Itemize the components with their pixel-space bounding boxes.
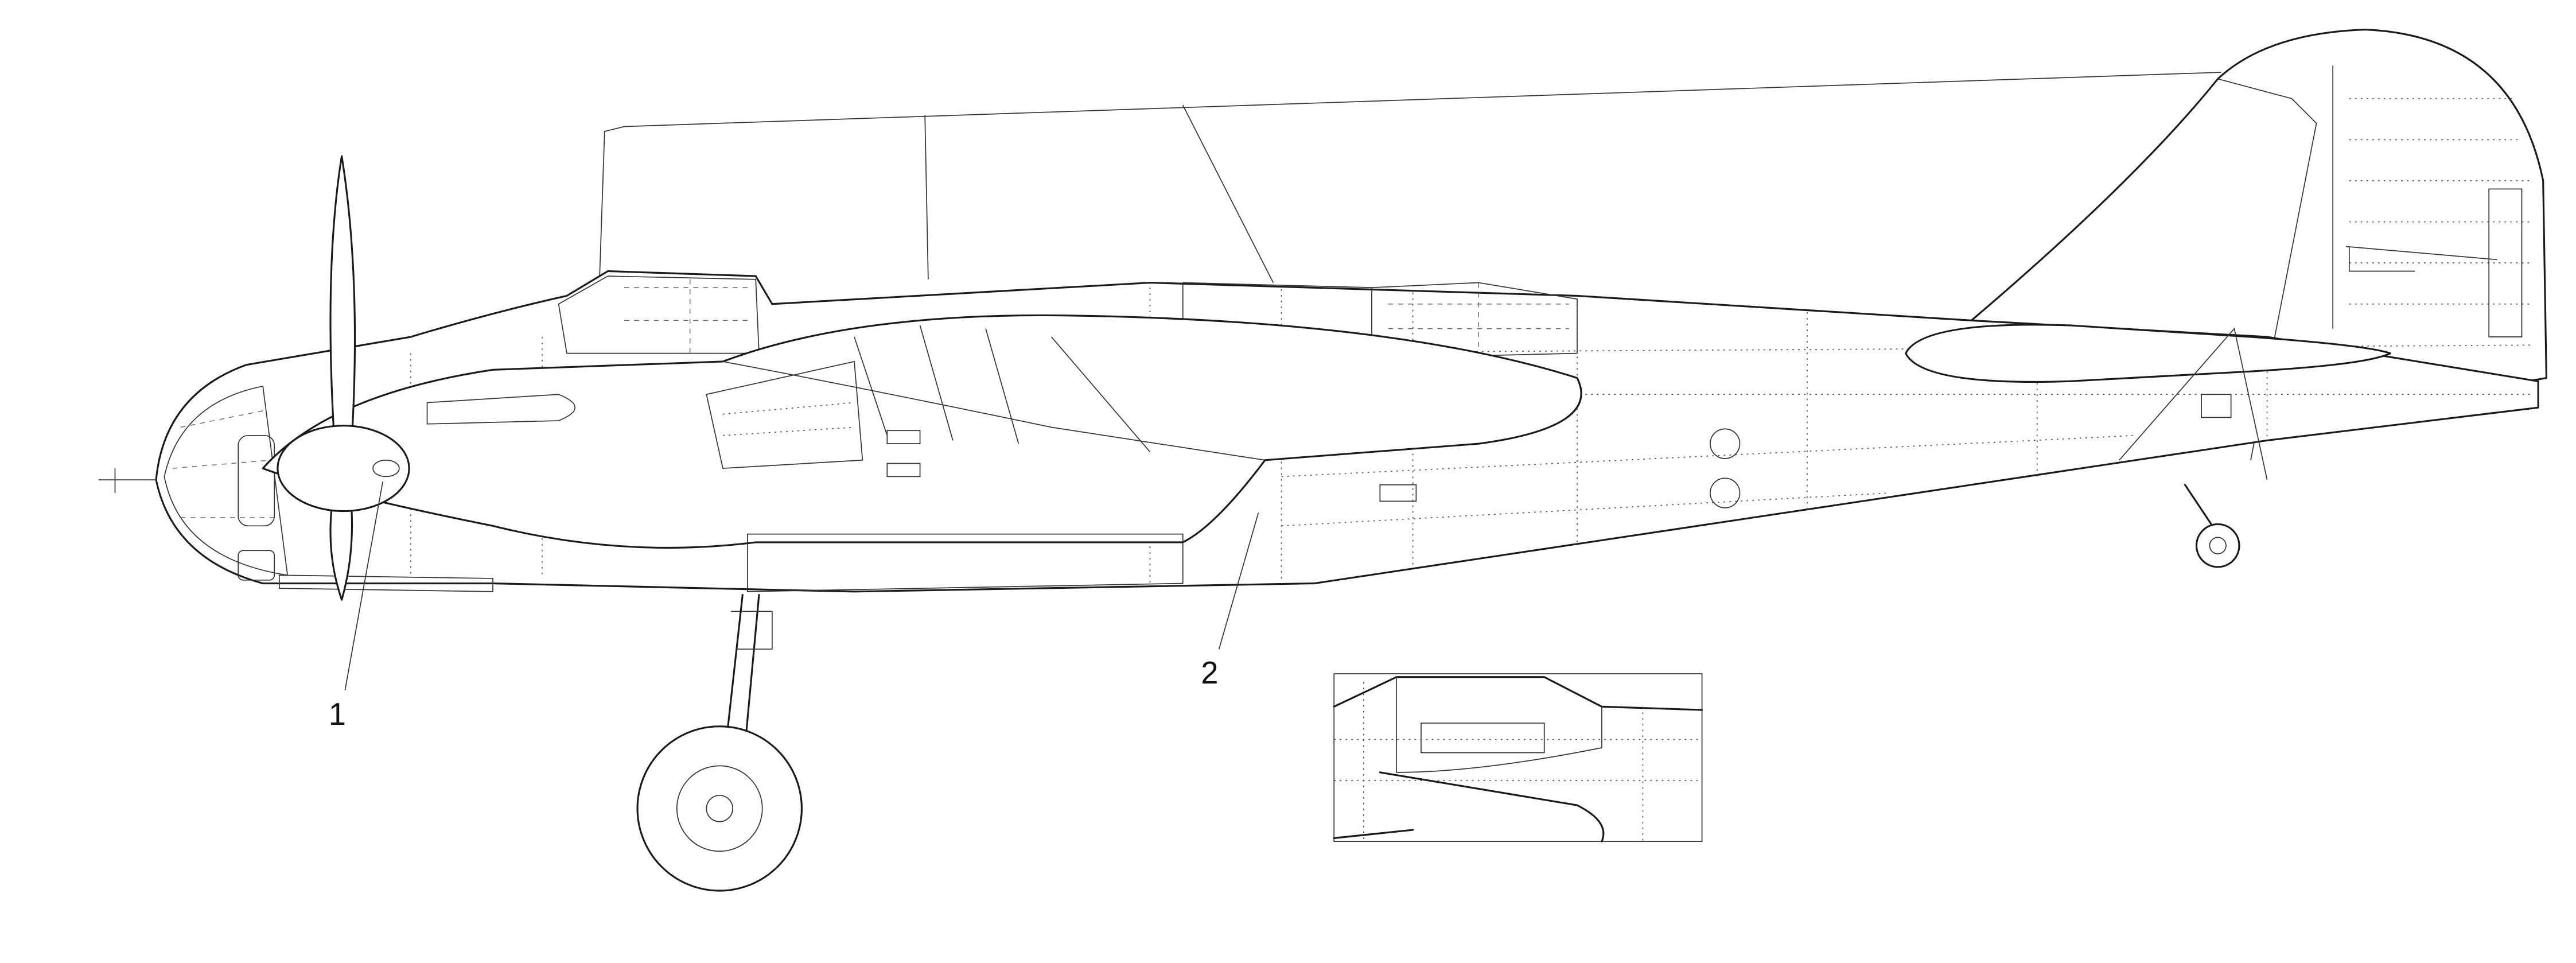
main-landing-gear — [636, 594, 803, 892]
callout-label-2: 2 — [1201, 655, 1218, 690]
wing-and-nacelle — [262, 314, 1582, 592]
front-canopy — [558, 275, 760, 354]
horizontal-tailplane — [1905, 324, 2391, 480]
porthole-windows — [1379, 394, 2232, 508]
detail-inset — [1333, 673, 1703, 842]
callout-1: 1 — [329, 481, 384, 732]
antenna-wire — [599, 72, 2221, 283]
callout-2: 2 — [1201, 512, 1259, 690]
propeller — [277, 155, 410, 601]
callout-label-1: 1 — [329, 697, 346, 732]
tail-wheel — [2184, 484, 2240, 568]
